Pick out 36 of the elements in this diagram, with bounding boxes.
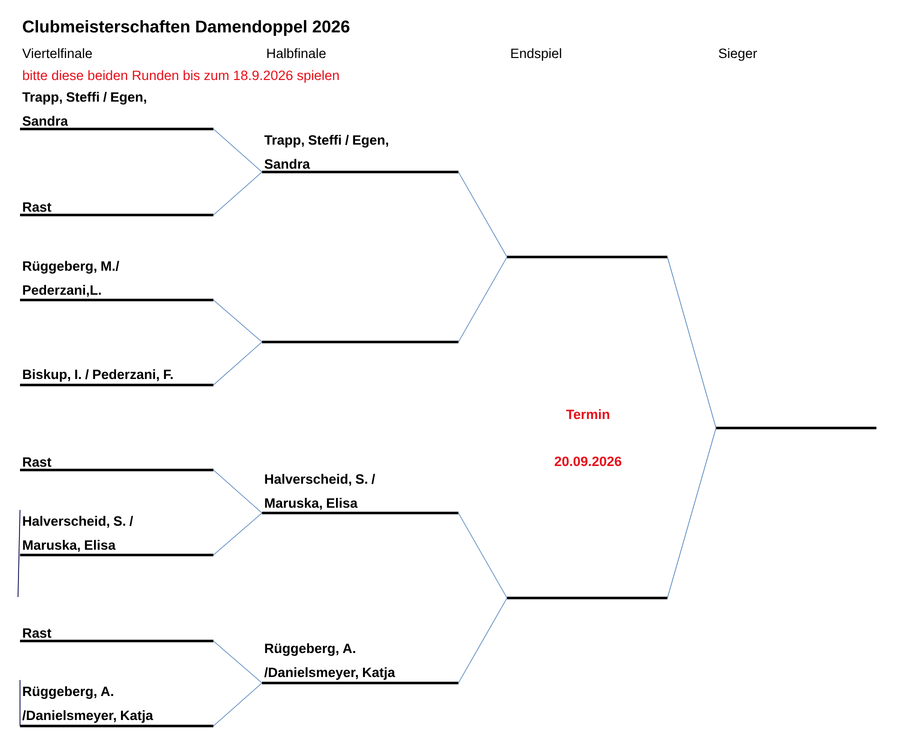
empty-slot (507, 256, 668, 258)
connector-line (213, 128, 262, 172)
connector-line (213, 470, 262, 514)
player-slot: Trapp, Steffi / Egen, Sandra (20, 92, 214, 130)
connector-line (458, 598, 508, 684)
player-slot: Biskup, I. / Pederzani, F. (20, 369, 214, 386)
connector-line (213, 300, 262, 342)
connector-line (213, 342, 262, 386)
empty-slot (262, 340, 458, 344)
player-slot: Rüggeberg, M./ Pederzani,L. (20, 260, 214, 302)
column-heading: Sieger (718, 48, 757, 61)
note: Termin (566, 409, 610, 420)
connector-line (458, 172, 508, 258)
player-slot: Rast (20, 202, 214, 216)
player-slot: Halverscheid, S. / Maruska, Elisa (20, 516, 214, 556)
player-slot: Trapp, Steffi / Egen, Sandra (262, 134, 458, 174)
title: Clubmeisterschaften Damendoppel 2026 (22, 20, 350, 36)
empty-slot (507, 596, 668, 600)
column-heading: Endspiel (511, 48, 562, 61)
player-slot: Halverscheid, S. / Maruska, Elisa (262, 474, 458, 514)
connector-line (458, 512, 508, 598)
column-heading: Halbfinale (267, 48, 326, 58)
player-slot: Rast (20, 628, 214, 642)
note: 20.09.2026 (554, 456, 622, 466)
connector-line (213, 512, 262, 556)
connector-line (213, 640, 262, 684)
player-slot: Rüggeberg, A. /Danielsmeyer, Katja (20, 686, 214, 728)
connector-line (213, 682, 262, 726)
empty-slot (716, 426, 876, 430)
connector-line (213, 172, 262, 216)
player-slot: Rüggeberg, A. /Danielsmeyer, Katja (262, 643, 458, 684)
column-heading: Viertelfinale (22, 48, 92, 58)
player-slot: Rast (20, 457, 214, 472)
connector-line (667, 256, 716, 428)
connector-line (667, 428, 716, 598)
connector-line (458, 256, 508, 342)
